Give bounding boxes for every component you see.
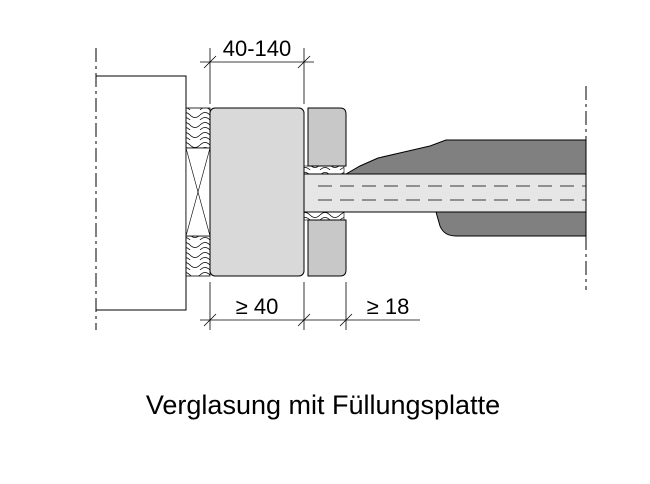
dimension-bottom: ≥ 40 ≥ 18 [200,282,420,330]
dimension-bottom-right-label: ≥ 18 [367,294,410,319]
insulation-joint [185,107,211,277]
dimension-top: 40-140 [200,36,314,104]
dimension-top-label: 40-140 [223,36,292,61]
diagram-caption: Verglasung mit Füllungsplatte [146,390,500,420]
frame-block [209,107,305,277]
dimension-bottom-left-label: ≥ 40 [236,294,279,319]
wall-opening [95,48,187,330]
glazing-stop [307,107,347,277]
infill-panel [303,173,587,213]
sash-profile [344,139,587,237]
